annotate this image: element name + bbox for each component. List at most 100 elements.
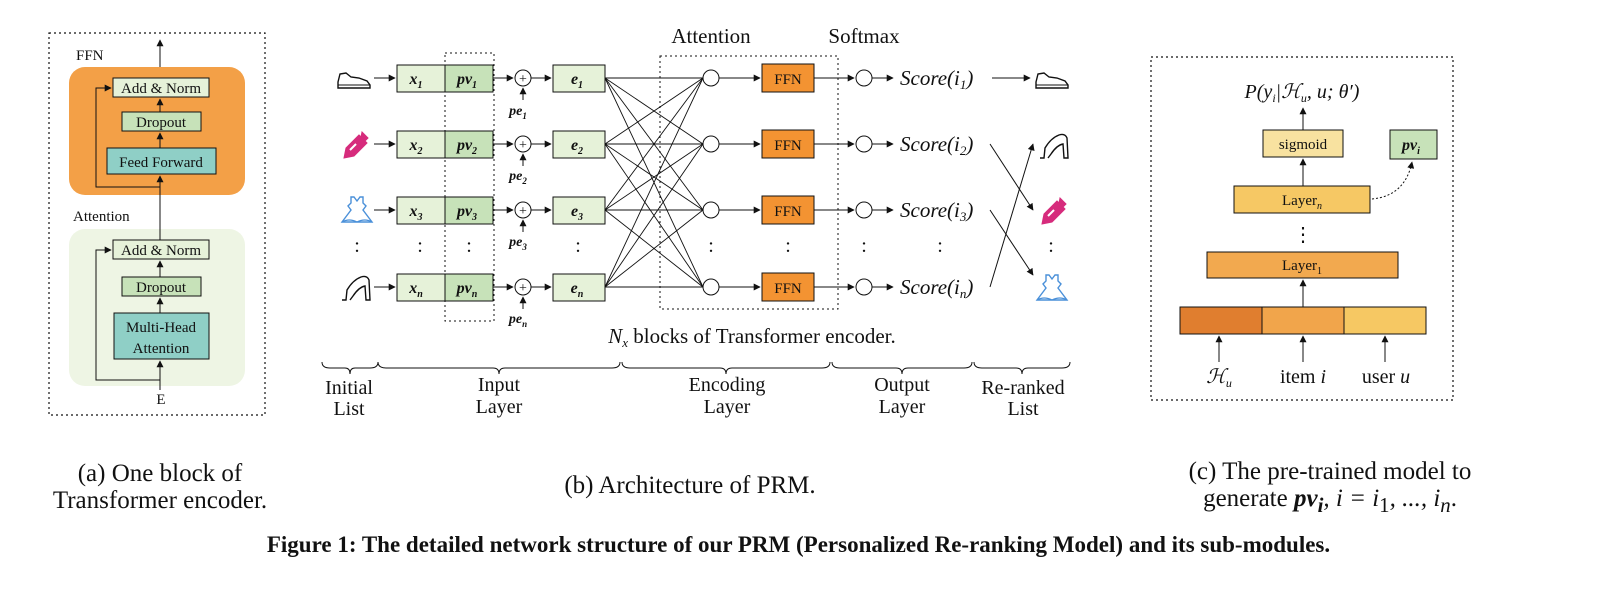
svg-text::: : <box>354 235 360 257</box>
layer-1-box <box>1206 251 1399 279</box>
x-embed-box <box>396 130 446 159</box>
ffn-label: FFN <box>76 48 104 64</box>
svg-text:x1: x1 <box>409 71 423 91</box>
caption-a: (a) One block of Transformer encoder. <box>30 460 290 514</box>
panel-c-frame <box>1150 56 1454 401</box>
layer-1-label: Layer <box>1282 258 1317 274</box>
dropout-label-ffn: Dropout <box>136 115 187 131</box>
pv-sub: 3 <box>471 212 477 223</box>
caption-c-line2: generate pvi, i = i1, ..., in. <box>1203 485 1457 517</box>
dropout-box-ffn <box>121 111 202 132</box>
history-sub: u <box>1226 376 1232 390</box>
section-braces <box>321 361 1071 375</box>
caption-a-line2: Transformer encoder. <box>52 487 268 514</box>
sigmoid-box <box>1262 129 1344 158</box>
figure-caption: Figure 1: The detailed network structure… <box>266 532 1331 557</box>
svg-text:Score(in): Score(in) <box>900 275 973 301</box>
multi-head-label-1: Multi-Head <box>126 320 196 336</box>
svg-text::: : <box>466 235 472 257</box>
caption-c-line1: (c) The pre-trained model to <box>1188 458 1472 485</box>
pv-sub: n <box>472 289 478 300</box>
pe-sub: 3 <box>521 242 527 252</box>
ellipsis-row: : : : : : : : : : <box>354 235 1054 257</box>
input-segment-history <box>1179 306 1263 335</box>
softmax-node <box>855 201 873 219</box>
layer-ellipsis: ⋮ <box>1293 224 1313 246</box>
x-label: x <box>409 71 418 88</box>
svg-text:pv1: pv1 <box>455 71 477 91</box>
dropout-label-att: Dropout <box>136 280 187 296</box>
item-label: item <box>1280 366 1321 388</box>
pe-sub: n <box>522 319 527 329</box>
panel-c-pretrained-model: P(yi|ℋu, u; θ′) sigmoid pvi Layern ⋮ Lay… <box>1150 56 1454 401</box>
pv-box <box>444 273 494 302</box>
score-close: ) <box>965 132 973 156</box>
score-close: ) <box>965 198 973 222</box>
svg-text:xn: xn <box>408 280 423 300</box>
multi-head-label-2: Attention <box>133 341 190 357</box>
softmax-title: Softmax <box>828 24 900 48</box>
softmax-node <box>855 278 873 296</box>
score-sub: n <box>960 286 967 301</box>
row-item-1: x1 pv1 + pe1 e1 FFN Score(i1) <box>337 63 973 121</box>
ffn-label: FFN <box>774 72 802 88</box>
svg-text:user u: user u <box>1362 366 1410 388</box>
attention-node <box>702 201 720 219</box>
x-embed-box <box>396 196 446 225</box>
shoe-icon <box>1035 72 1069 89</box>
svg-text:Output: Output <box>874 374 930 396</box>
svg-text:+: + <box>519 204 527 219</box>
add-norm-box-att <box>112 239 210 260</box>
x-sub: 3 <box>417 212 423 223</box>
user-var: u <box>1400 366 1410 388</box>
score-sub: 3 <box>959 209 967 224</box>
svg-text:Score(i1): Score(i1) <box>900 66 973 92</box>
ffn-label: FFN <box>774 204 802 220</box>
pv-box <box>444 130 494 159</box>
bottle-icon <box>343 130 369 159</box>
input-segment-user <box>1343 306 1427 335</box>
score-label: Score(i <box>900 275 960 299</box>
e-label: e <box>571 280 578 297</box>
svg-text:x2: x2 <box>409 137 423 157</box>
row-item-3: x3 pv3 + pe3 e3 FFN Score(i3) <box>340 195 973 252</box>
item-var: i <box>1320 366 1326 388</box>
ffn-box <box>761 63 815 93</box>
pe-sub: 2 <box>521 176 527 186</box>
svg-text:Initial: Initial <box>325 377 373 399</box>
svg-text:Encoding: Encoding <box>689 374 766 396</box>
x-sub: n <box>417 289 423 300</box>
pv-label: pv <box>455 203 473 220</box>
layer-1-sub: 1 <box>1317 266 1322 277</box>
svg-text:Input: Input <box>478 374 521 396</box>
e-box <box>552 196 606 225</box>
attention-label: Attention <box>73 209 130 225</box>
caption-a-line1: (a) One block of <box>77 460 243 487</box>
score-label: Score(i <box>900 66 960 90</box>
svg-text::: : <box>1048 235 1054 257</box>
layer-n-label: Layer <box>1282 193 1317 209</box>
svg-text:e2: e2 <box>571 137 583 157</box>
softmax-node <box>855 69 873 87</box>
svg-text::: : <box>575 235 581 257</box>
score-close: ) <box>965 66 973 90</box>
x-label: x <box>408 280 417 297</box>
layer-n-box <box>1233 185 1371 214</box>
probability-label: P(yi|ℋu, u; θ′) <box>1244 81 1360 105</box>
svg-text::: : <box>785 235 791 257</box>
svg-text::: : <box>861 235 867 257</box>
svg-text:Layer: Layer <box>476 396 523 418</box>
panel-a-frame <box>48 32 266 416</box>
pv-sub: 1 <box>472 80 477 91</box>
x-sub: 2 <box>417 146 423 157</box>
multi-head-attention-box <box>113 312 210 360</box>
svg-text:en: en <box>571 280 584 300</box>
score-sub: 2 <box>960 143 967 158</box>
section-labels: Initial List Input Layer Encoding Layer … <box>325 374 1065 420</box>
svg-text:pv3: pv3 <box>455 203 477 223</box>
attention-node <box>702 69 720 87</box>
pv-sub: 2 <box>471 146 477 157</box>
svg-text:pen: pen <box>508 312 527 329</box>
reranked-list <box>989 72 1069 301</box>
svg-text:Re-ranked: Re-ranked <box>981 377 1064 399</box>
